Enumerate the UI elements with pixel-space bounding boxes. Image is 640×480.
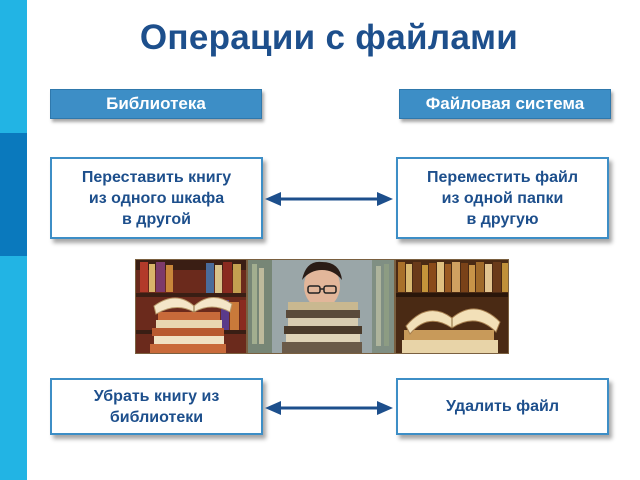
box-line: из одной папки [441, 189, 564, 207]
box-line: в другой [122, 210, 191, 228]
open-books-on-shelf-photo [135, 259, 247, 354]
double-arrow-icon [265, 192, 393, 206]
page-title: Операции с файлами [139, 18, 519, 57]
box-line: Переместить файл [427, 168, 578, 186]
delete-file-box: Удалить файл [396, 378, 609, 435]
student-behind-book-stack-photo [247, 259, 395, 354]
library-header: Библиотека [50, 89, 262, 119]
remove-book-box: Убрать книгу из библиотеки [50, 378, 263, 435]
file-system-header: Файловая система [399, 89, 611, 119]
box-line: Удалить файл [445, 398, 559, 415]
move-file-box: Переместить файл из одной папки в другую [396, 157, 609, 239]
move-book-box: Переставить книгу из одного шкафа в друг… [50, 157, 263, 239]
box-line: Переставить книгу [81, 168, 232, 186]
box-line: библиотеки [109, 408, 204, 426]
open-book-on-stack-photo [395, 259, 509, 354]
box-line: в другую [466, 210, 539, 228]
box-line: из одного шкафа [88, 189, 225, 207]
box-line: Убрать книгу из [93, 387, 220, 405]
double-arrow-icon [265, 401, 393, 415]
decorative-stripe-accent [0, 133, 27, 256]
